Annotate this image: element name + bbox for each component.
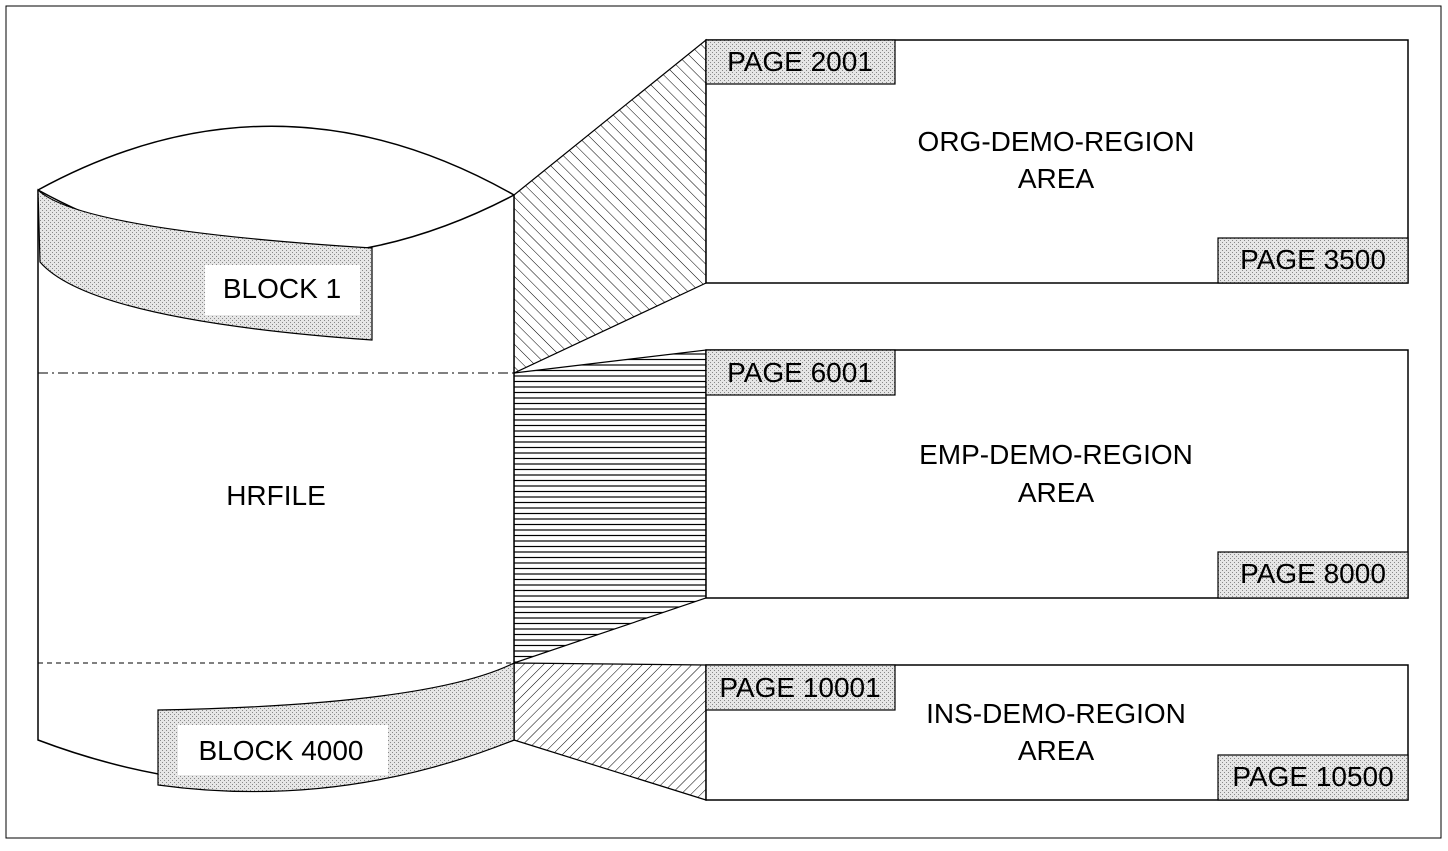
- start-page-label: PAGE 10001: [719, 672, 880, 703]
- area-name-line1: INS-DEMO-REGION: [926, 698, 1186, 729]
- area-box-emp: PAGE 6001 PAGE 8000 EMP-DEMO-REGION AREA: [705, 349, 1409, 599]
- start-page-label: PAGE 2001: [727, 46, 873, 77]
- area-box-ins: PAGE 10001 PAGE 10500 INS-DEMO-REGION AR…: [705, 664, 1409, 801]
- page-badge-start: [705, 664, 896, 711]
- block-1-label-bg: [205, 265, 360, 315]
- end-page-label: PAGE 3500: [1240, 244, 1386, 275]
- file-name-label: HRFILE: [226, 480, 326, 511]
- area-name-line2: AREA: [1018, 477, 1095, 508]
- page-badge-end: [1217, 237, 1409, 284]
- area-name-line1: ORG-DEMO-REGION: [918, 126, 1195, 157]
- area-name-line1: EMP-DEMO-REGION: [919, 439, 1193, 470]
- cylinder-top-arc: [37, 125, 515, 196]
- block-4000-label: BLOCK 4000: [199, 735, 364, 766]
- end-page-label: PAGE 10500: [1232, 761, 1393, 792]
- area-name-line2: AREA: [1018, 735, 1095, 766]
- area-box-org: PAGE 2001 PAGE 3500 ORG-DEMO-REGION AREA: [705, 39, 1409, 284]
- page-badge-end: [1217, 754, 1409, 801]
- block-4000-label-bg: [178, 725, 388, 775]
- end-page-label: PAGE 8000: [1240, 558, 1386, 589]
- page-badge-end: [1217, 551, 1409, 599]
- block-1-label: BLOCK 1: [223, 273, 341, 304]
- page-badge-start: [705, 39, 896, 85]
- area-name-line2: AREA: [1018, 163, 1095, 194]
- start-page-label: PAGE 6001: [727, 357, 873, 388]
- page-badge-start: [705, 349, 896, 396]
